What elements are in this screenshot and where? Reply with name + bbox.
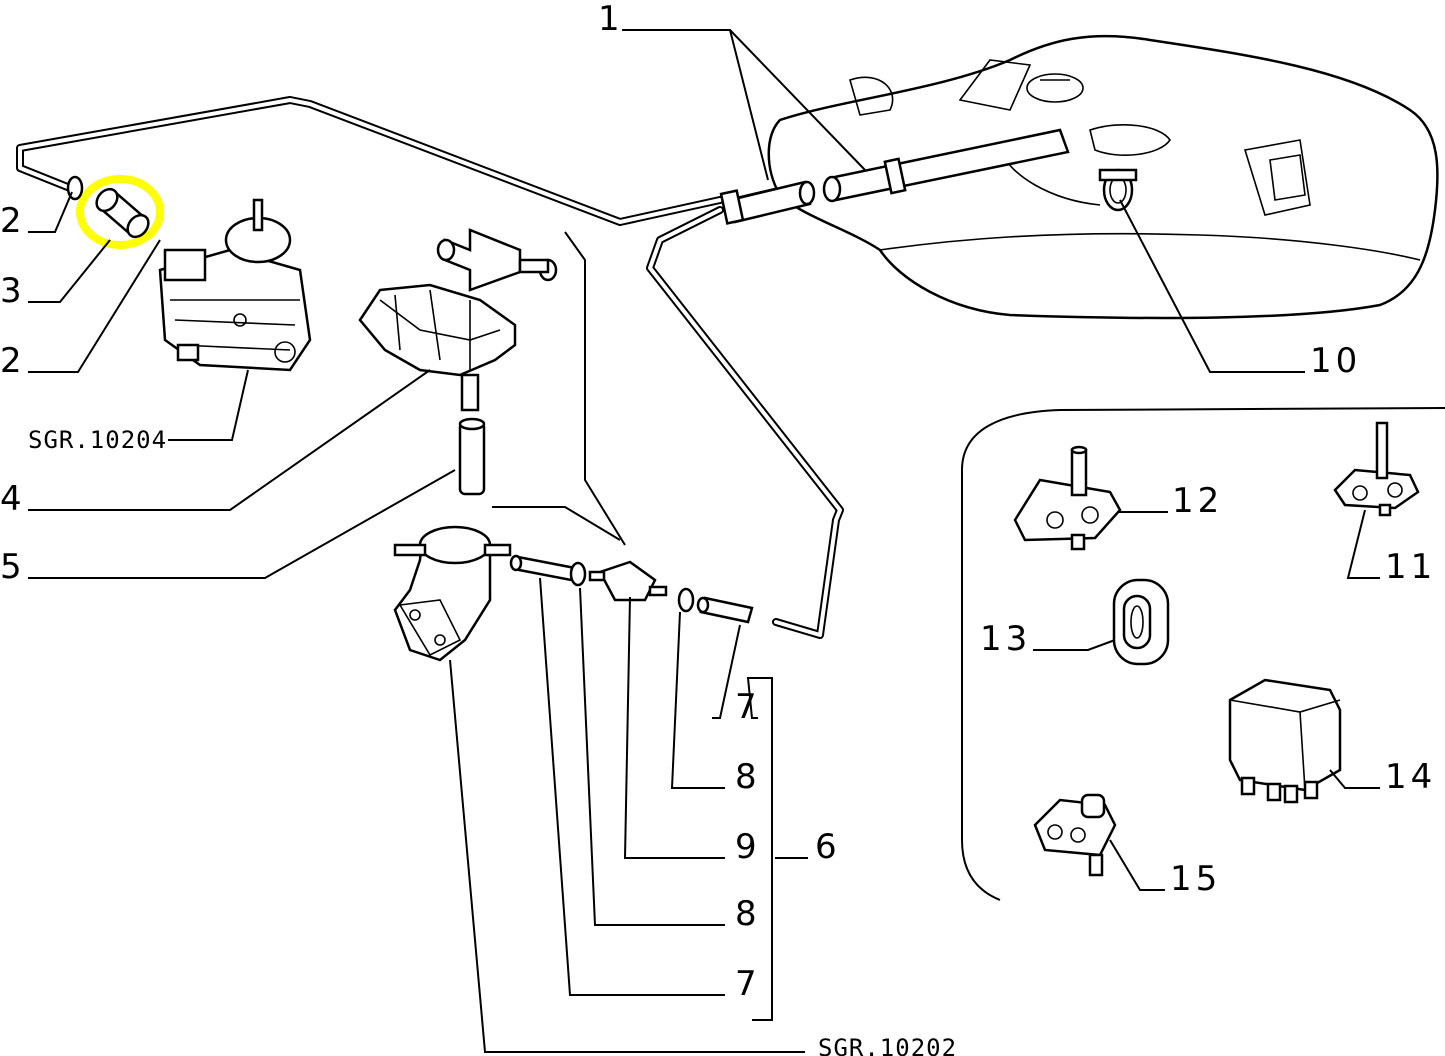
callout-8-top: 8	[735, 757, 761, 797]
callout-14: 14	[1385, 757, 1436, 797]
callout-12: 12	[1172, 481, 1223, 521]
hose-segment-7-left	[509, 554, 577, 582]
callout-1: 1	[598, 0, 624, 39]
leader-lines	[28, 29, 1380, 1053]
inline-fuel-filter-9	[588, 560, 668, 602]
callout-7-bottom: 7	[735, 964, 761, 1004]
callout-7-top: 7	[735, 687, 761, 727]
callout-13: 13	[980, 619, 1031, 659]
ref-carburetor: SGR.10204	[28, 426, 167, 454]
fuel-filter-top	[436, 228, 558, 292]
callout-8-bottom: 8	[735, 894, 761, 934]
callout-6: 6	[815, 827, 841, 867]
hose-segment-5	[458, 417, 486, 496]
hose-segment-3	[95, 187, 150, 239]
heat-shield	[358, 283, 517, 412]
relay-14	[1228, 678, 1342, 804]
callout-4: 4	[0, 479, 26, 519]
bracket-15	[1033, 793, 1117, 877]
filler-hose	[719, 128, 1070, 225]
hose-clip	[1098, 168, 1138, 212]
callout-3: 3	[0, 271, 26, 311]
carburetor	[158, 198, 312, 372]
bracket-11	[1333, 421, 1420, 517]
callout-2-top: 2	[0, 201, 26, 241]
inset-panel-border	[961, 407, 1445, 901]
clamp-8-left	[569, 561, 587, 587]
callout-15: 15	[1170, 859, 1221, 899]
callout-5: 5	[0, 547, 26, 587]
highlight-circle	[76, 175, 164, 249]
callout-2-bottom: 2	[0, 341, 26, 381]
ref-fuel-pump: SGR.10202	[818, 1034, 957, 1056]
grommet-13	[1112, 578, 1170, 666]
callout-9: 9	[735, 827, 761, 867]
clamp-8-right	[677, 587, 695, 613]
bracket-12	[1013, 445, 1122, 551]
callout-11: 11	[1385, 547, 1436, 587]
callout-10: 10	[1310, 341, 1361, 381]
fuel-pump	[393, 525, 512, 662]
hose-segment-7-right	[696, 596, 754, 624]
